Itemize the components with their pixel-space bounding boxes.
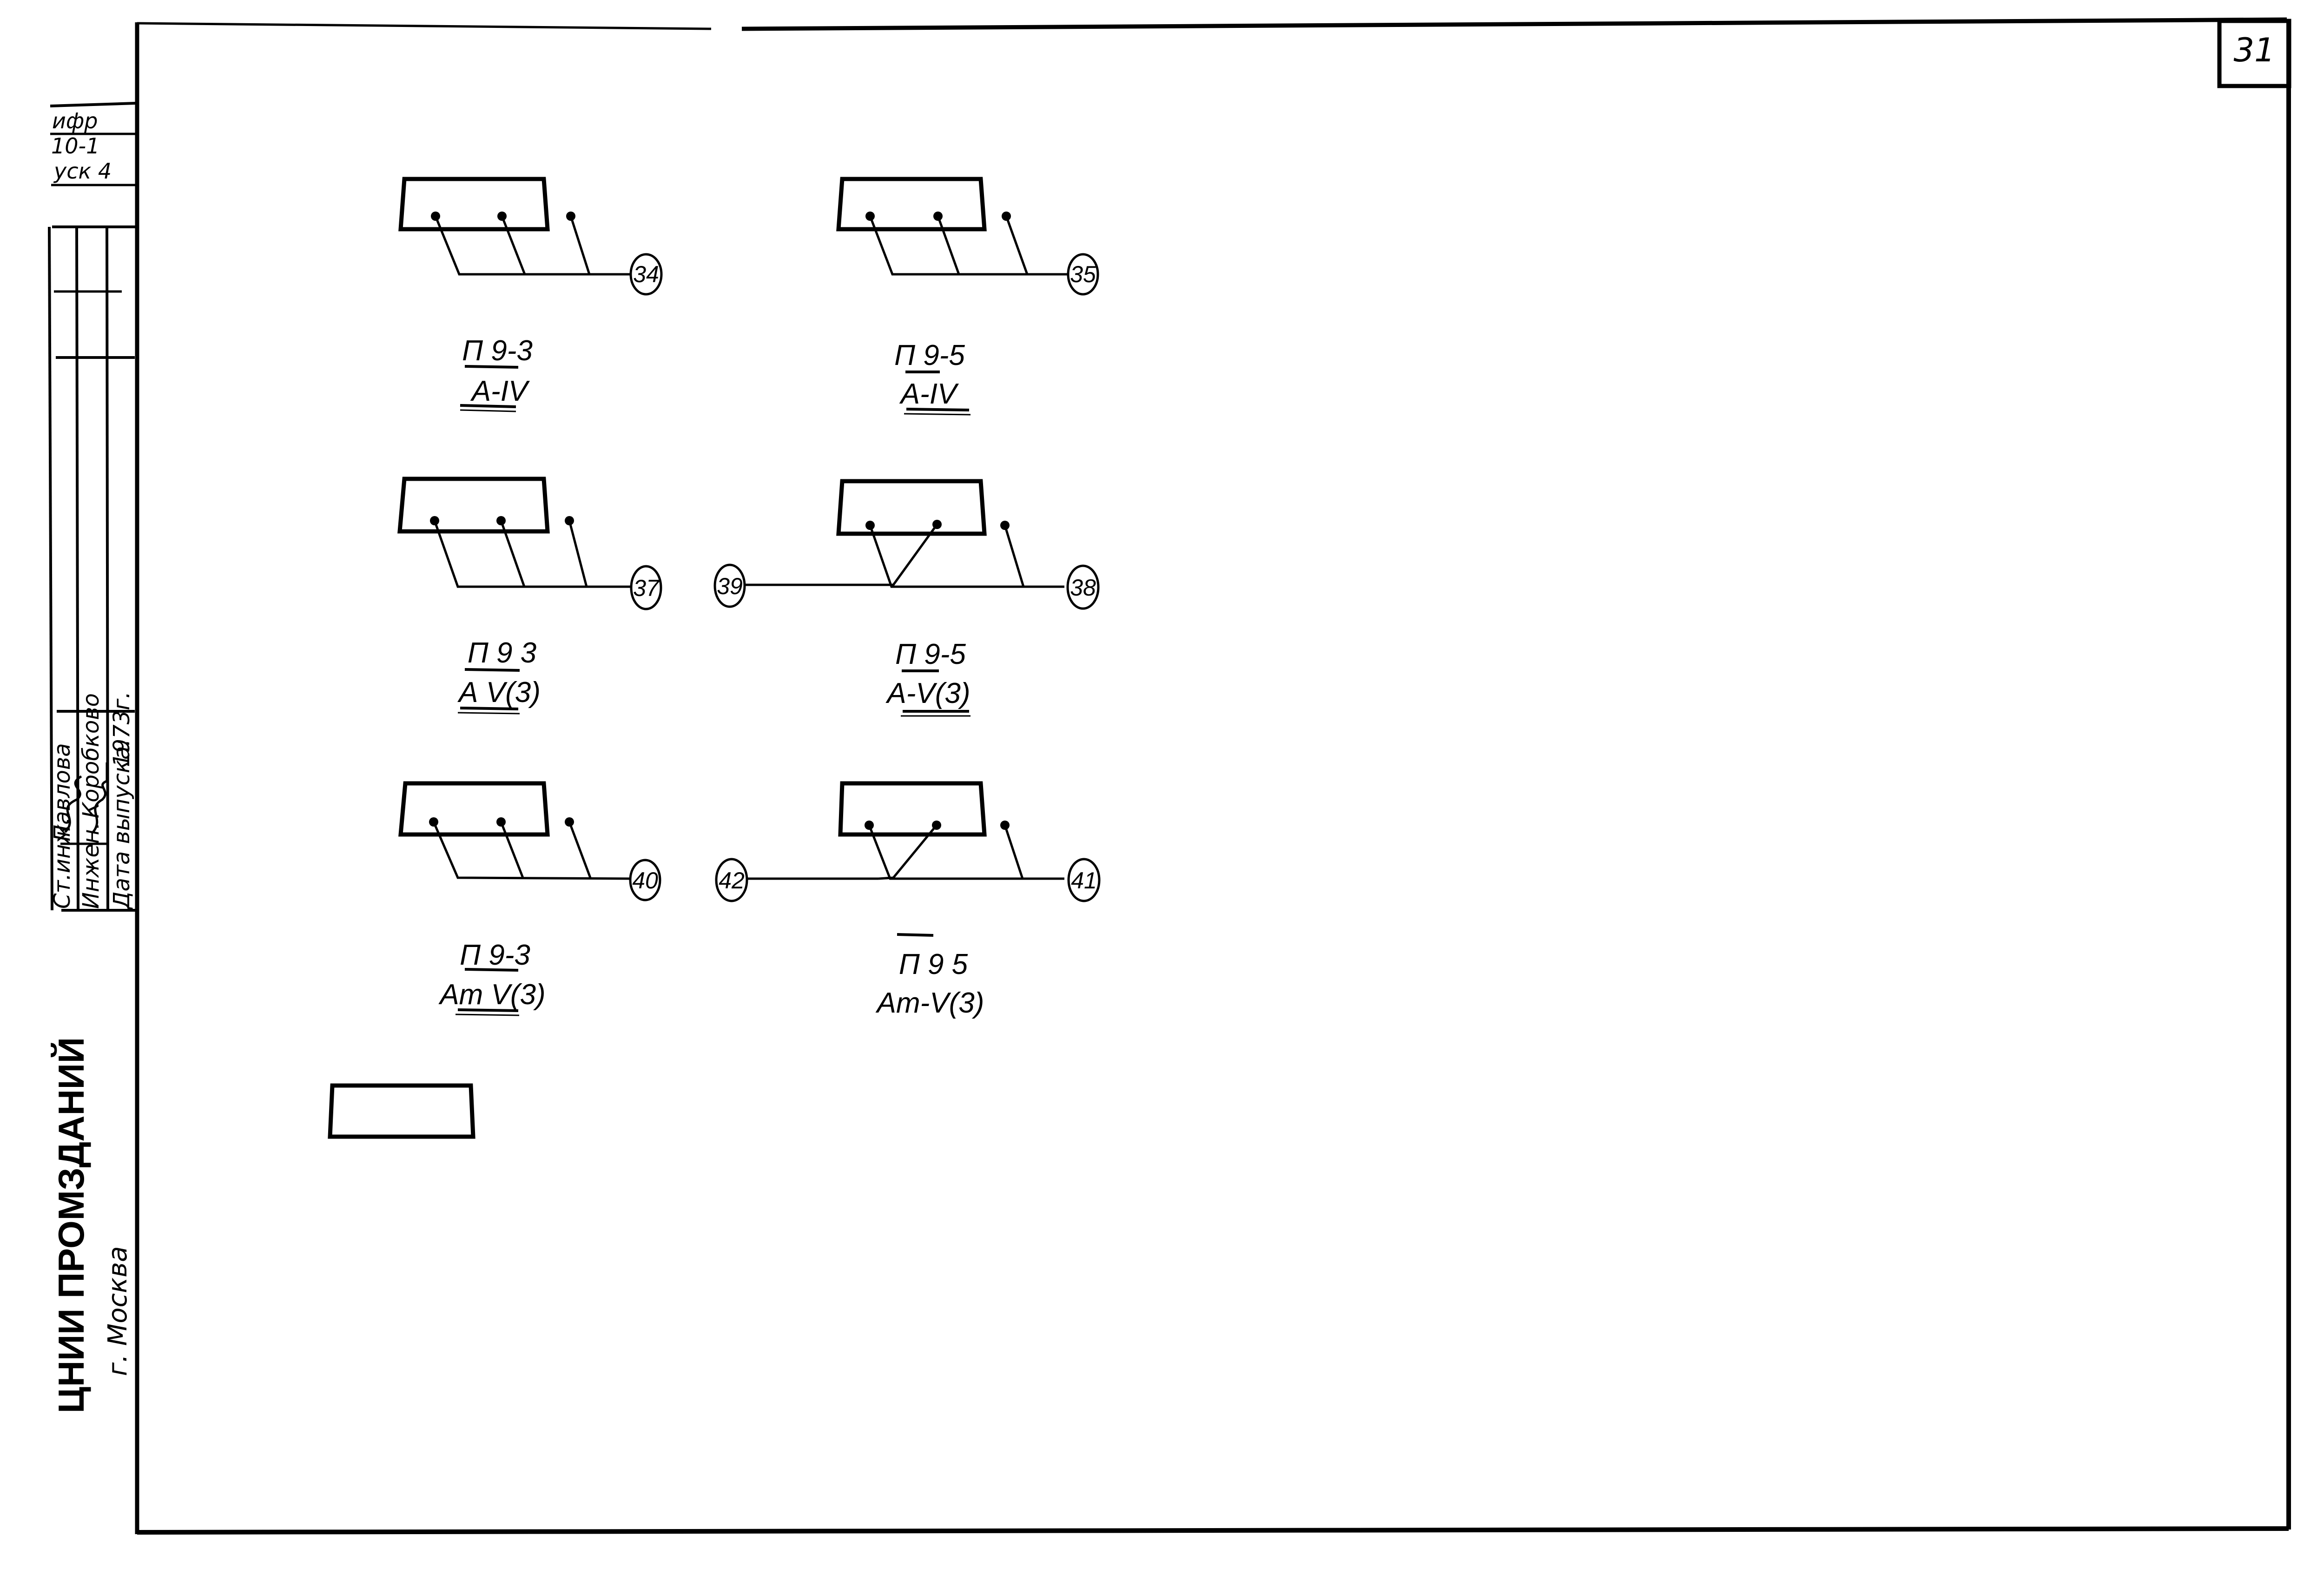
diagram-steel-label: А-V(3) bbox=[885, 677, 970, 709]
signature-2 bbox=[92, 762, 108, 833]
sheet-frame bbox=[135, 17, 2291, 1535]
diagram-7 bbox=[328, 1083, 475, 1139]
diagram-6: 42 41 П 9 5 Ат-V(3) bbox=[715, 781, 1101, 1019]
stamp-line-3: уск 4 bbox=[53, 159, 112, 184]
stamp-line-1: ифр bbox=[52, 108, 98, 133]
position-badge-42: 42 bbox=[719, 867, 745, 894]
diagram-5: 40 П 9-3 Ат V(3) bbox=[398, 781, 661, 1016]
diagram-plate-label: П 9-5 bbox=[895, 638, 966, 670]
diagram-steel-label: А-IV bbox=[899, 378, 959, 410]
publisher: ЦНИИ ПРОМЗДАНИЙ г. Москва bbox=[51, 1037, 133, 1413]
approval-block bbox=[48, 225, 136, 912]
side-stamp: ифр 10-1 уск 4 bbox=[50, 102, 136, 186]
position-badge-35: 35 bbox=[1070, 261, 1096, 287]
page-number-box: 31 bbox=[2217, 19, 2291, 88]
diagram-plate-label: П 9 3 bbox=[468, 637, 536, 669]
diagram-plate-label: П 9 5 bbox=[899, 948, 968, 980]
approval-role-3: Дата выпуска: bbox=[109, 739, 135, 910]
page-number: 31 bbox=[2233, 31, 2275, 69]
position-badge-34: 34 bbox=[633, 261, 659, 287]
diagram-plate-label: П 9-3 bbox=[460, 939, 530, 971]
signature-1 bbox=[64, 775, 82, 833]
position-badge-41: 41 bbox=[1071, 867, 1097, 894]
position-badge-37: 37 bbox=[633, 575, 660, 601]
approval-role-2: Инжен. bbox=[78, 822, 104, 909]
position-badge-40: 40 bbox=[632, 867, 658, 894]
publisher-city: г. Москва bbox=[103, 1246, 133, 1376]
diagram-4: 39 38 П 9-5 А-V(3) bbox=[713, 479, 1100, 717]
diagram-6-underlines bbox=[897, 933, 934, 937]
diagram-plate-label: П 9-5 bbox=[894, 339, 965, 371]
diagram-steel-label: Ат-V(3) bbox=[875, 987, 984, 1019]
publisher-name: ЦНИИ ПРОМЗДАНИЙ bbox=[51, 1037, 92, 1413]
stamp-line-2: 10-1 bbox=[51, 133, 99, 159]
position-badge-39: 39 bbox=[717, 573, 743, 599]
diagram-3: 37 П 9 3 А V(3) bbox=[397, 477, 662, 715]
approval-name-2: Коробково bbox=[78, 693, 104, 818]
diagram-steel-label: А-IV bbox=[470, 375, 530, 407]
approval-name-3: 1973г. bbox=[109, 691, 135, 767]
diagram-steel-label: А V(3) bbox=[457, 676, 541, 709]
diagram-2: 35 П 9-5 А-IV bbox=[836, 177, 1099, 416]
approval-role-1: Ст.инж. bbox=[49, 817, 75, 909]
approval-name-1: Павлова bbox=[49, 743, 75, 841]
approval-text: Ст.инж. Павлова Инжен. Коробково Дата вы… bbox=[49, 691, 135, 910]
diagram-1: 34 П 9-3 А-IV bbox=[398, 177, 663, 412]
diagram-plate-label: П 9-3 bbox=[462, 335, 533, 367]
diagram-steel-label: Ат V(3) bbox=[438, 979, 545, 1011]
position-badge-38: 38 bbox=[1070, 575, 1096, 601]
